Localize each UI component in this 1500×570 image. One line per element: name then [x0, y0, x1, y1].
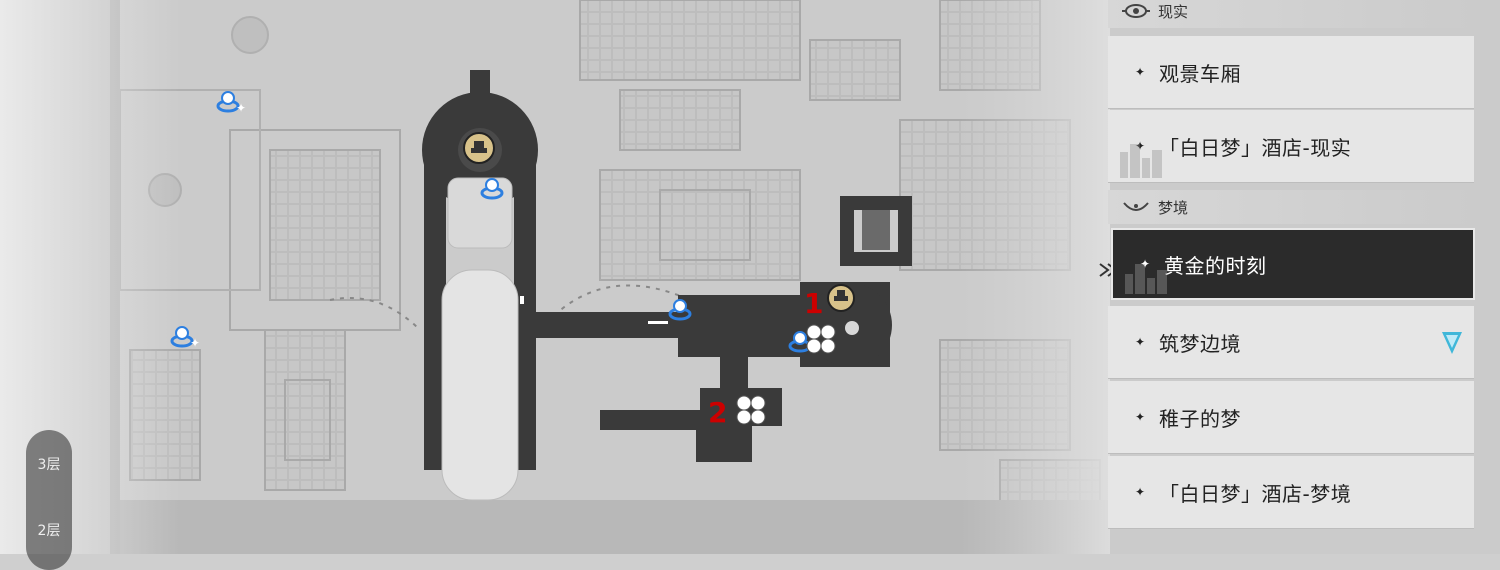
- sparkle-icon: ✦: [1135, 65, 1146, 79]
- svg-text:✦: ✦: [236, 101, 246, 115]
- clover-collectible-icon[interactable]: [736, 395, 766, 425]
- floor-button-3[interactable]: 3层: [37, 457, 61, 473]
- location-item-childs-dream[interactable]: ✦ 稚子的梦: [1108, 381, 1474, 454]
- teleport-anchor-icon[interactable]: [788, 331, 812, 353]
- map-buildings: [129, 0, 1101, 554]
- location-label: 「白日梦」酒店-现实: [1159, 135, 1352, 160]
- category-label: 梦境: [1158, 198, 1189, 217]
- svg-text:✦: ✦: [190, 336, 200, 350]
- eye-icon: [1122, 1, 1150, 21]
- navigation-target-arrow-icon[interactable]: [1440, 330, 1464, 356]
- clover-collectible-icon[interactable]: [806, 324, 836, 354]
- skyline-thumbnail-icon: [1125, 264, 1167, 294]
- location-label: 稚子的梦: [1159, 406, 1241, 431]
- location-item-hotel-reality[interactable]: ✦ 「白日梦」酒店-现实: [1108, 110, 1474, 183]
- teleport-anchor-icon[interactable]: [668, 299, 692, 321]
- location-label: 黄金的时刻: [1164, 253, 1267, 278]
- location-label: 观景车厢: [1159, 61, 1241, 86]
- marker-number-1: 1: [804, 287, 823, 320]
- teleport-anchor-icon[interactable]: [480, 178, 504, 200]
- sparkle-icon: ✦: [1135, 410, 1146, 424]
- category-reality[interactable]: 现实: [1108, 0, 1475, 28]
- skyline-thumbnail-icon: [1120, 144, 1162, 178]
- dream-crescent-icon: [1122, 197, 1150, 217]
- rotunda-gold-marker-icon[interactable]: [463, 132, 495, 164]
- location-label: 「白日梦」酒店-梦境: [1159, 481, 1352, 506]
- location-item-dream-border[interactable]: ✦ 筑梦边境: [1108, 306, 1474, 379]
- location-panel: 现实 ✦ 观景车厢 ✦ 「白日梦」酒店-现实 梦境 ✦ 黄金的时刻 ✦ 筑梦边: [1108, 0, 1475, 554]
- location-item-viewing-car[interactable]: ✦ 观景车厢: [1108, 36, 1474, 109]
- floor-button-2[interactable]: 2层: [37, 523, 61, 539]
- location-item-hotel-dreamscape[interactable]: ✦ 「白日梦」酒店-梦境: [1108, 456, 1474, 529]
- category-label: 现实: [1158, 2, 1189, 21]
- category-dreamscape[interactable]: 梦境: [1108, 190, 1475, 224]
- floor-selector: 3层 2层: [26, 430, 72, 570]
- sparkle-icon: ✦: [1140, 257, 1151, 271]
- teleport-anchor-icon[interactable]: ✦: [170, 326, 200, 350]
- sparkle-icon: ✦: [1135, 485, 1146, 499]
- sparkle-icon: ✦: [1135, 335, 1146, 349]
- sparkle-icon: ✦: [1135, 139, 1146, 153]
- location-item-golden-hour[interactable]: ✦ 黄金的时刻: [1111, 228, 1475, 300]
- hall-gold-marker-icon[interactable]: [827, 284, 855, 312]
- teleport-anchor-icon[interactable]: ✦: [216, 91, 246, 115]
- marker-number-2: 2: [708, 396, 727, 429]
- location-label: 筑梦边境: [1159, 331, 1241, 356]
